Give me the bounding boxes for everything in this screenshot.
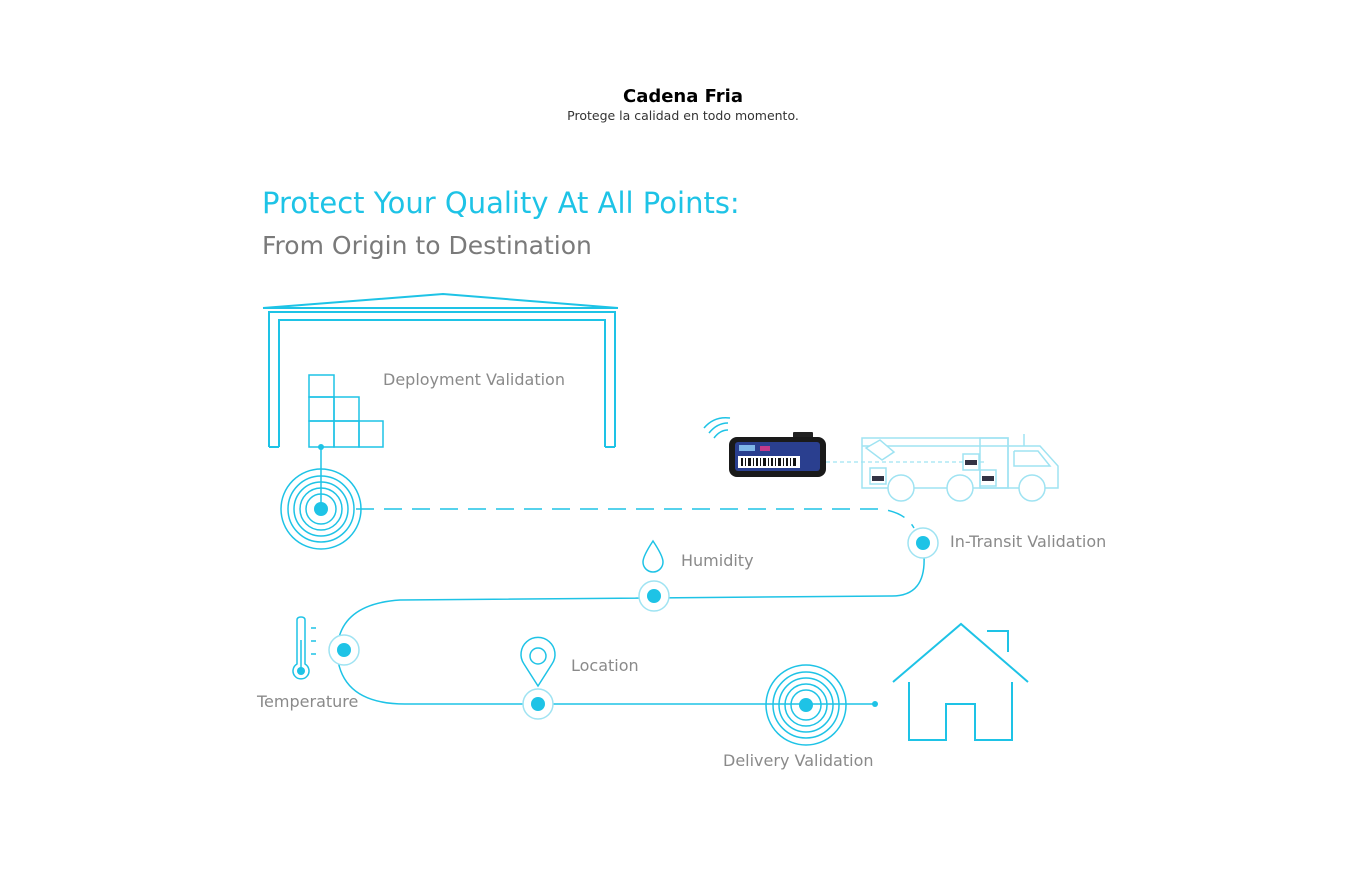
diagram-subheadline: From Origin to Destination: [262, 231, 592, 260]
truck-tags-icon: [872, 460, 994, 481]
droplet-icon: [642, 539, 664, 573]
boxes-icon: [308, 374, 384, 448]
warehouse-icon: [262, 292, 619, 448]
page-title: Cadena Fria: [622, 86, 743, 107]
deployment-node: [280, 468, 362, 550]
house-icon: [892, 622, 1029, 741]
label-humidity: Humidity: [681, 551, 754, 570]
page-header: Cadena Fria Protege la calidad en todo m…: [0, 86, 1366, 124]
thermometer-icon: [292, 616, 316, 680]
in-transit-node: [907, 527, 939, 559]
wifi-signal-icon: [703, 416, 731, 439]
label-in-transit-validation: In-Transit Validation: [950, 532, 1107, 551]
label-delivery-validation: Delivery Validation: [723, 751, 874, 770]
label-deployment-validation: Deployment Validation: [383, 370, 565, 389]
deployment-connector-dot: [318, 444, 324, 450]
label-temperature: Temperature: [257, 692, 359, 711]
humidity-node: [638, 580, 670, 612]
route-solid: [336, 555, 925, 705]
temperature-node: [328, 634, 360, 666]
tracker-device-icon: [729, 432, 826, 477]
location-node: [522, 688, 554, 720]
label-location: Location: [571, 656, 639, 675]
delivery-node: [765, 664, 847, 746]
location-pin-icon: [520, 636, 556, 688]
route-dashed: [356, 508, 915, 529]
page-subtitle: Protege la calidad en todo momento.: [567, 108, 799, 123]
route-end-dot: [872, 701, 878, 707]
diagram-headline: Protect Your Quality At All Points:: [262, 186, 740, 220]
truck-icon: [861, 434, 1059, 502]
